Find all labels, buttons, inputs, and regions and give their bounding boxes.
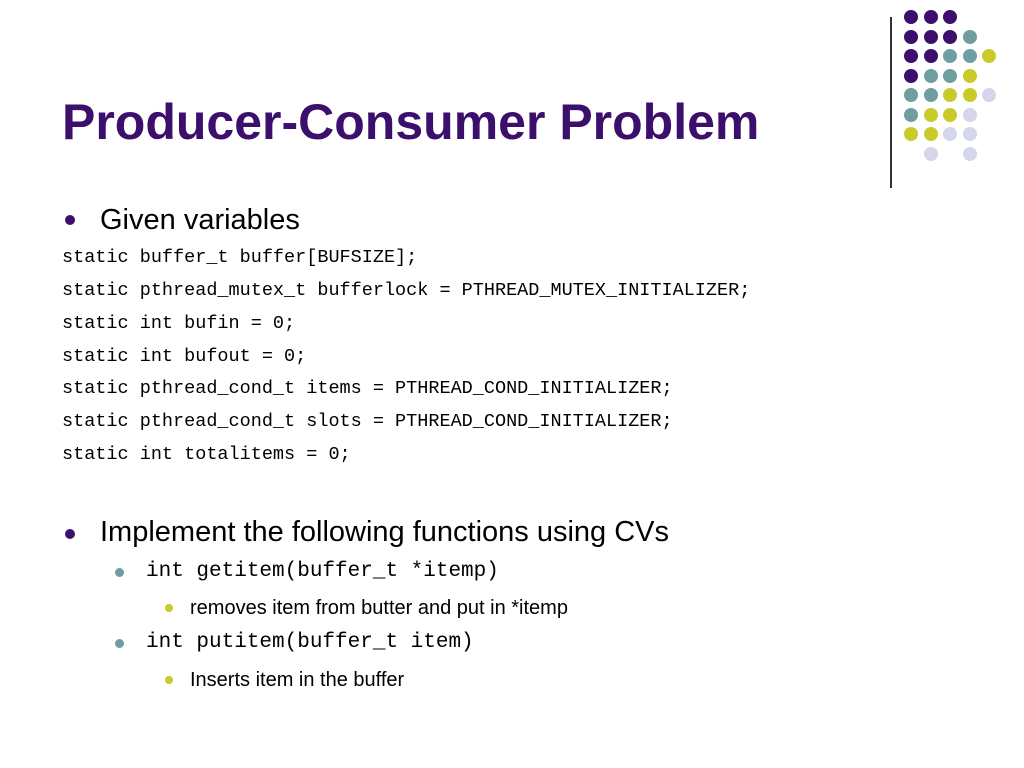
decorative-dot xyxy=(923,49,938,63)
decorative-dot xyxy=(943,88,957,102)
decorative-dot xyxy=(904,107,918,122)
decorative-dot-grid xyxy=(904,10,1014,170)
bullet-icon xyxy=(65,215,75,225)
decorative-dot xyxy=(962,127,977,141)
decorative-dot xyxy=(904,49,918,63)
decorative-dot xyxy=(943,29,957,44)
decorative-dot xyxy=(923,127,938,141)
decorative-dot xyxy=(962,88,977,102)
slide-title: Producer-Consumer Problem xyxy=(62,94,760,150)
bullet-given-variables: Given variables xyxy=(100,204,300,236)
decorative-dot xyxy=(982,49,996,63)
bullet-implement-functions: Implement the following functions using … xyxy=(100,516,670,548)
code-line: static int bufout = 0; xyxy=(62,346,307,367)
decorative-dot xyxy=(923,107,938,122)
function-signature-getitem: int getitem(buffer_t *itemp) xyxy=(146,560,499,583)
function-description-putitem: Inserts item in the buffer xyxy=(190,669,405,691)
decorative-dot xyxy=(982,88,996,102)
decorative-dot xyxy=(943,127,957,141)
code-line: static buffer_t buffer[BUFSIZE]; xyxy=(62,247,418,268)
decorative-dot xyxy=(962,49,977,63)
decorative-dot xyxy=(904,127,918,141)
title-divider xyxy=(890,17,892,188)
decorative-dot xyxy=(923,68,938,83)
function-signature-putitem: int putitem(buffer_t item) xyxy=(146,631,474,654)
decorative-dot xyxy=(923,29,938,44)
sub-sub-bullet-icon xyxy=(165,604,173,612)
decorative-dot xyxy=(962,29,977,44)
decorative-dot xyxy=(962,68,977,83)
decorative-dot xyxy=(943,10,957,24)
decorative-dot xyxy=(962,107,977,122)
decorative-dot xyxy=(923,10,938,24)
decorative-dot xyxy=(943,107,957,122)
decorative-dot xyxy=(923,146,938,161)
decorative-dot xyxy=(904,68,918,83)
decorative-dot xyxy=(962,146,977,161)
code-line: static int totalitems = 0; xyxy=(62,444,351,465)
decorative-dot xyxy=(923,88,938,102)
code-line: static int bufin = 0; xyxy=(62,313,296,334)
sub-bullet-icon xyxy=(115,639,124,648)
code-line: static pthread_cond_t items = PTHREAD_CO… xyxy=(62,378,673,399)
function-description-getitem: removes item from butter and put in *ite… xyxy=(190,597,568,619)
sub-bullet-icon xyxy=(115,568,124,577)
decorative-dot xyxy=(904,10,918,24)
decorative-dot xyxy=(943,49,957,63)
decorative-dot xyxy=(943,68,957,83)
decorative-dot xyxy=(904,88,918,102)
sub-sub-bullet-icon xyxy=(165,676,173,684)
code-line: static pthread_mutex_t bufferlock = PTHR… xyxy=(62,280,751,301)
code-line: static pthread_cond_t slots = PTHREAD_CO… xyxy=(62,411,673,432)
decorative-dot xyxy=(904,29,918,44)
bullet-icon xyxy=(65,529,75,539)
